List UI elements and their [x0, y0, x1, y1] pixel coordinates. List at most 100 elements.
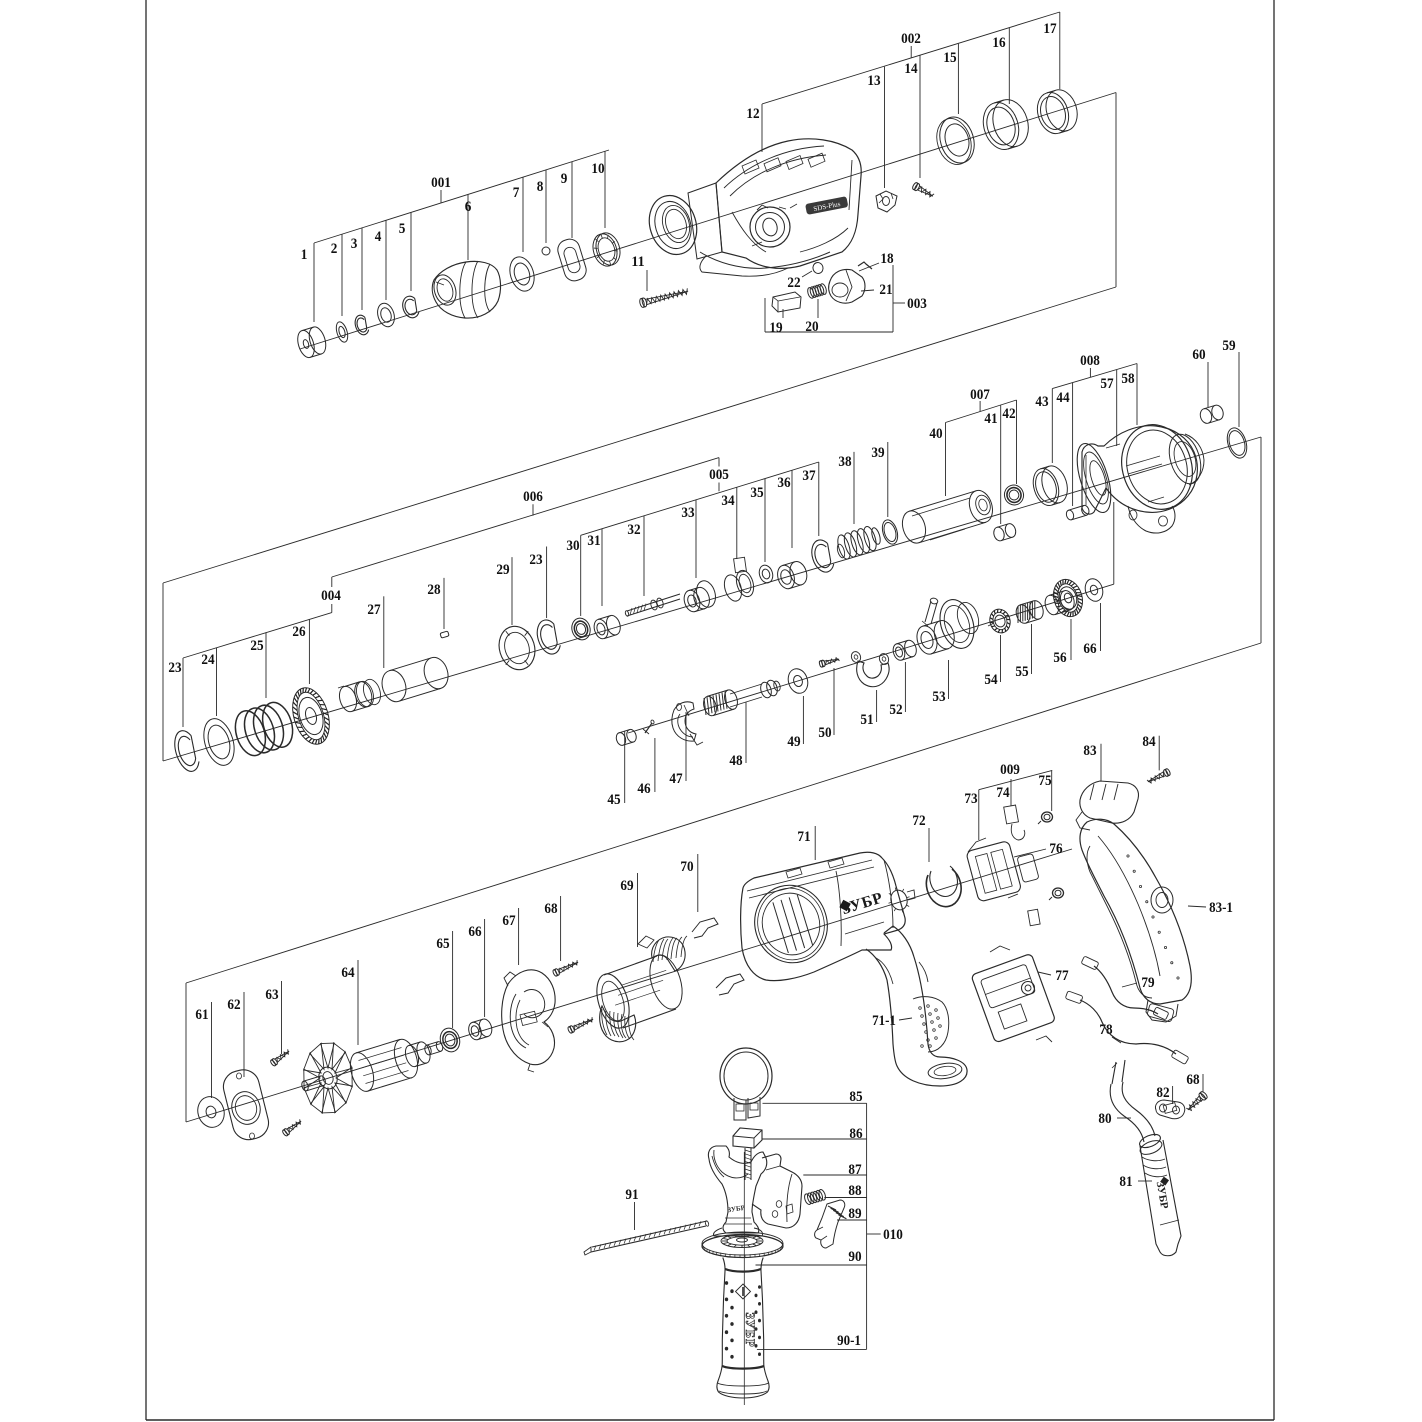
svg-text:27: 27 — [367, 602, 381, 618]
svg-text:005: 005 — [709, 467, 729, 483]
svg-text:19: 19 — [769, 320, 782, 336]
svg-text:42: 42 — [1002, 406, 1015, 422]
svg-text:86: 86 — [849, 1126, 863, 1142]
svg-text:71: 71 — [797, 829, 810, 845]
svg-text:ЗУБР: ЗУБР — [1154, 1181, 1171, 1211]
svg-text:43: 43 — [1035, 394, 1048, 410]
svg-text:47: 47 — [669, 771, 683, 787]
svg-text:84: 84 — [1142, 734, 1156, 750]
svg-text:39: 39 — [871, 445, 884, 461]
svg-text:64: 64 — [341, 965, 355, 981]
svg-text:83: 83 — [1083, 743, 1096, 759]
svg-text:004: 004 — [321, 588, 341, 604]
svg-text:91: 91 — [625, 1187, 638, 1203]
svg-text:55: 55 — [1015, 664, 1028, 680]
svg-text:90: 90 — [848, 1249, 861, 1265]
svg-text:68: 68 — [544, 901, 557, 917]
svg-text:22: 22 — [787, 275, 800, 291]
svg-text:9: 9 — [561, 171, 568, 187]
svg-text:67: 67 — [502, 913, 516, 929]
svg-text:73: 73 — [964, 791, 977, 807]
svg-text:38: 38 — [838, 454, 851, 470]
svg-text:52: 52 — [889, 702, 902, 718]
svg-text:30: 30 — [566, 538, 579, 554]
svg-text:10: 10 — [591, 161, 604, 177]
svg-text:65: 65 — [436, 936, 449, 952]
svg-text:85: 85 — [849, 1089, 862, 1105]
svg-text:25: 25 — [250, 638, 263, 654]
svg-text:006: 006 — [523, 489, 543, 505]
svg-text:26: 26 — [292, 624, 306, 640]
svg-text:33: 33 — [681, 505, 694, 521]
svg-text:62: 62 — [227, 997, 240, 1013]
svg-text:12: 12 — [746, 106, 759, 122]
svg-text:16: 16 — [992, 35, 1006, 51]
svg-text:71-1: 71-1 — [872, 1013, 896, 1029]
svg-text:2: 2 — [331, 241, 338, 257]
svg-text:61: 61 — [195, 1007, 208, 1023]
svg-text:21: 21 — [879, 282, 892, 298]
svg-text:6: 6 — [465, 199, 472, 215]
svg-text:79: 79 — [1141, 975, 1154, 991]
svg-text:66: 66 — [468, 924, 482, 940]
svg-text:68: 68 — [1186, 1072, 1199, 1088]
svg-text:15: 15 — [943, 50, 956, 66]
svg-text:76: 76 — [1049, 841, 1063, 857]
svg-text:77: 77 — [1055, 968, 1069, 984]
svg-text:45: 45 — [607, 792, 620, 808]
svg-text:5: 5 — [399, 221, 406, 237]
svg-text:49: 49 — [787, 734, 800, 750]
svg-text:48: 48 — [729, 753, 742, 769]
svg-text:89: 89 — [848, 1206, 861, 1222]
svg-text:44: 44 — [1056, 390, 1070, 406]
svg-text:58: 58 — [1121, 371, 1134, 387]
svg-text:46: 46 — [637, 781, 651, 797]
svg-text:13: 13 — [867, 73, 880, 89]
svg-text:81: 81 — [1119, 1174, 1132, 1190]
svg-text:4: 4 — [375, 229, 382, 245]
svg-text:24: 24 — [201, 652, 215, 668]
svg-text:ЗУБР: ЗУБР — [743, 1312, 757, 1347]
svg-text:23: 23 — [168, 660, 181, 676]
svg-text:59: 59 — [1222, 338, 1235, 354]
svg-text:51: 51 — [860, 712, 873, 728]
svg-text:11: 11 — [631, 254, 644, 270]
svg-text:87: 87 — [848, 1162, 862, 1178]
svg-text:ЗУБР: ЗУБР — [727, 1204, 746, 1214]
svg-text:008: 008 — [1080, 353, 1100, 369]
svg-text:50: 50 — [818, 725, 831, 741]
svg-text:37: 37 — [802, 468, 816, 484]
svg-text:002: 002 — [901, 31, 921, 47]
svg-text:80: 80 — [1098, 1111, 1111, 1127]
svg-text:90-1: 90-1 — [837, 1333, 861, 1349]
svg-text:35: 35 — [750, 485, 763, 501]
svg-text:41: 41 — [984, 411, 997, 427]
svg-text:74: 74 — [996, 785, 1010, 801]
svg-text:53: 53 — [932, 689, 945, 705]
svg-text:20: 20 — [805, 319, 818, 335]
svg-text:75: 75 — [1038, 773, 1051, 789]
svg-text:18: 18 — [880, 251, 893, 267]
svg-text:60: 60 — [1192, 347, 1205, 363]
svg-text:28: 28 — [427, 582, 440, 598]
svg-text:8: 8 — [537, 179, 544, 195]
svg-text:31: 31 — [587, 533, 600, 549]
svg-text:14: 14 — [904, 61, 918, 77]
svg-text:3: 3 — [351, 236, 358, 252]
svg-text:40: 40 — [929, 426, 942, 442]
svg-text:82: 82 — [1156, 1085, 1169, 1101]
svg-text:007: 007 — [970, 387, 990, 403]
svg-text:003: 003 — [907, 296, 927, 312]
svg-text:66: 66 — [1083, 641, 1097, 657]
svg-text:54: 54 — [984, 672, 998, 688]
svg-text:56: 56 — [1053, 650, 1067, 666]
svg-text:69: 69 — [620, 878, 633, 894]
svg-text:63: 63 — [265, 987, 278, 1003]
svg-text:70: 70 — [680, 859, 693, 875]
svg-text:23: 23 — [529, 552, 542, 568]
svg-text:57: 57 — [1100, 376, 1114, 392]
svg-text:36: 36 — [777, 475, 791, 491]
svg-text:34: 34 — [721, 493, 735, 509]
svg-text:88: 88 — [848, 1183, 861, 1199]
svg-text:32: 32 — [627, 522, 640, 538]
